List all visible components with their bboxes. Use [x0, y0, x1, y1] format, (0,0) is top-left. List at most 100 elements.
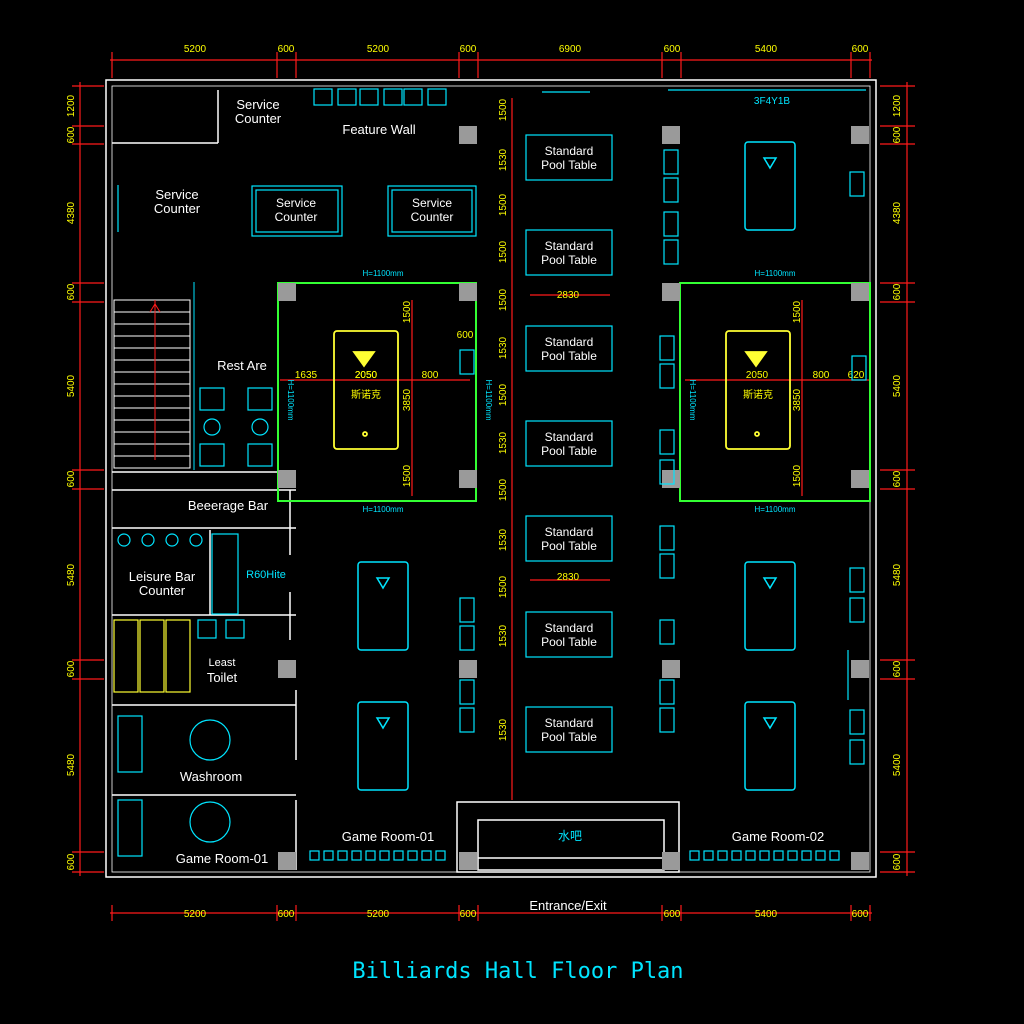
snooker-labels: 2050 斯诺克 斯诺克: [351, 370, 773, 401]
dim-bottom-2: 5200: [367, 909, 390, 920]
dim-left-5: 600: [66, 470, 77, 487]
label-game-room-01-left: Game Room-01: [176, 851, 268, 866]
dim-top-0: 5200: [184, 44, 207, 55]
dim-bottom-4: 600: [664, 909, 681, 920]
dim-room-right-5: 3850: [792, 388, 803, 411]
dim-room-right-3: 800: [813, 370, 830, 381]
dim-right-9: 600: [892, 853, 903, 870]
snooker-tables: [333, 330, 791, 450]
snooker-size-left: 2050: [355, 370, 378, 381]
vip-tag-2: H=1100mm: [363, 505, 404, 514]
label-reception: R60Hite: [246, 569, 286, 581]
dim-room-left-6: 3850: [402, 388, 413, 411]
dim-aisle-12: 1530: [498, 718, 509, 741]
dim-bottom-3: 600: [460, 909, 477, 920]
label-top-right-tag: 3F4Y1B: [754, 96, 790, 107]
dim-room-left-3: 2050: [355, 370, 378, 381]
dim-room-left-2: 1635: [295, 370, 318, 381]
dim-left-0: 1200: [66, 94, 77, 117]
vip-tag-4: H=1100mm: [755, 505, 796, 514]
dim-right-6: 5480: [892, 563, 903, 586]
dim-left-7: 600: [66, 660, 77, 677]
columns: [278, 126, 869, 870]
dimension-lines: [72, 52, 915, 921]
dim-right-3: 600: [892, 283, 903, 300]
dim-aisle-2: 1500: [498, 193, 509, 216]
vip-tag-6: H=1100mm: [484, 380, 493, 421]
dim-top-4: 6900: [559, 44, 582, 55]
label-toilet: Toilet: [207, 670, 238, 685]
dim-right-5: 600: [892, 470, 903, 487]
dim-aisle-4: 1500: [498, 288, 509, 311]
dim-top-5: 600: [664, 44, 681, 55]
dim-room-left-8: 600: [457, 330, 474, 341]
standard-table-1: [525, 134, 613, 181]
dim-room-left-0: 1500: [402, 300, 413, 323]
pool-tables: [357, 141, 796, 791]
label-beverage-bar: Beeerage Bar: [188, 498, 269, 513]
dim-left-4: 5400: [66, 374, 77, 397]
dim-top-1: 600: [278, 44, 295, 55]
dim-room-left-1: 800: [422, 370, 439, 381]
label-rest-area: Rest Are: [217, 358, 267, 373]
dim-room-left-7: 1500: [402, 464, 413, 487]
dim-right-4: 5400: [892, 374, 903, 397]
dim-bottom-6: 600: [852, 909, 869, 920]
label-feature-wall: Feature Wall: [342, 122, 415, 137]
toilet-stalls: [113, 619, 191, 693]
dim-top-3: 600: [460, 44, 477, 55]
label-washroom: Washroom: [180, 769, 242, 784]
dim-aisle-11: 1530: [498, 624, 509, 647]
standard-table-6: [525, 611, 613, 658]
dim-bottom-0: 5200: [184, 909, 207, 920]
standard-table-5: [525, 515, 613, 562]
dim-top-7: 600: [852, 44, 869, 55]
dim-aisle-1: 1530: [498, 148, 509, 171]
dim-left-9: 600: [66, 853, 77, 870]
vip-tag-5: H=1100mm: [286, 380, 295, 421]
vip-tag-3: H=1100mm: [755, 269, 796, 278]
dim-room-right-4: 620: [848, 370, 865, 381]
dim-top-2: 5200: [367, 44, 390, 55]
label-game-room-01: Game Room-01: [342, 829, 434, 844]
furniture: [117, 88, 867, 861]
dim-room-right-2: 2050: [746, 370, 769, 381]
dim-right-0: 1200: [892, 94, 903, 117]
snooker-label-left: 斯诺克: [351, 388, 381, 401]
dim-aisle-10: 1500: [498, 575, 509, 598]
dim-aisle-9: 1530: [498, 528, 509, 551]
vip-tag-1: H=1100mm: [363, 269, 404, 278]
dim-table-width-b: 2830: [557, 572, 580, 583]
staircase: [113, 282, 195, 470]
vip-tag-7: H=1100mm: [688, 380, 697, 421]
dim-left-6: 5480: [66, 563, 77, 586]
dim-aisle-6: 1500: [498, 383, 509, 406]
standard-table-2: [525, 229, 613, 276]
dim-right-7: 600: [892, 660, 903, 677]
label-entrance: Entrance/Exit: [529, 898, 607, 913]
label-water-bar: 水吧: [558, 829, 582, 843]
dim-table-width-a: 2830: [557, 290, 580, 301]
label-game-room-02: Game Room-02: [732, 829, 824, 844]
dim-aisle-7: 1530: [498, 431, 509, 454]
dim-left-3: 600: [66, 283, 77, 300]
page-title: Billiards Hall Floor Plan: [352, 959, 683, 984]
dim-right-8: 5400: [892, 753, 903, 776]
dim-aisle-3: 1500: [498, 240, 509, 263]
dim-right-1: 600: [892, 126, 903, 143]
vip-tags: H=1100mm H=1100mm H=1100mm H=1100mm H=11…: [286, 269, 796, 514]
snooker-label-right: 斯诺克: [743, 388, 773, 401]
